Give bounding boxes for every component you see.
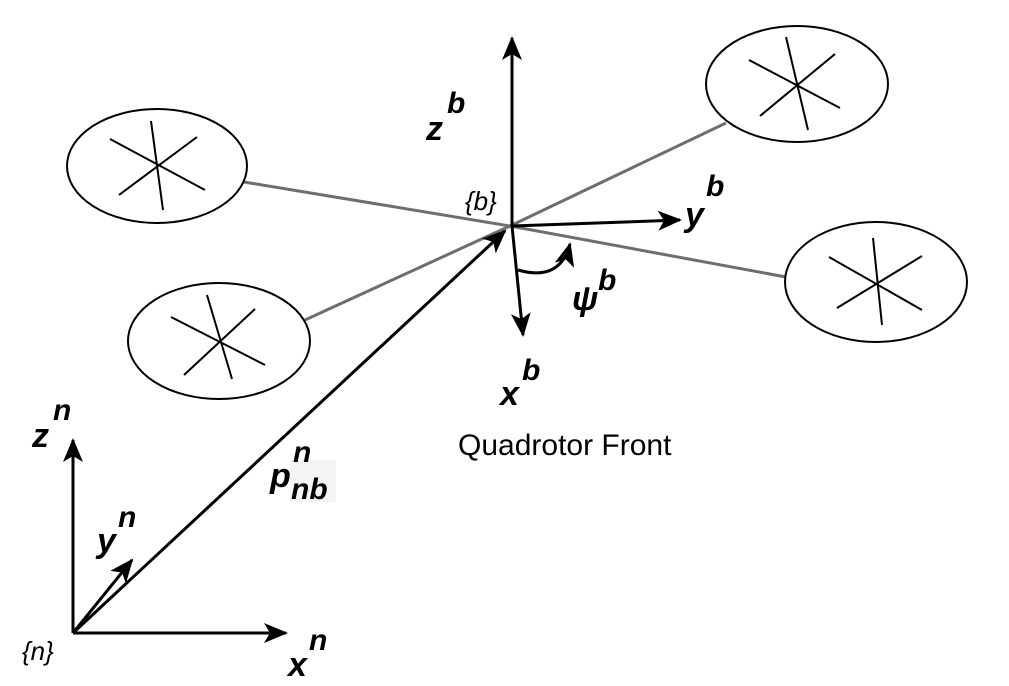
body-y-axis (511, 210, 682, 231)
rotor-left-top (66, 108, 248, 224)
nav-y-axis (71, 558, 134, 634)
label-psi-b: ψ b (572, 264, 616, 318)
label-z-b: z b (425, 87, 465, 148)
yaw-angle-arc (517, 242, 575, 275)
label-p-nb: p n nb (269, 436, 328, 506)
arm-right-top (509, 121, 727, 228)
label-frame-n: {n} (22, 636, 54, 666)
body-x-axis (510, 225, 531, 337)
caption-quadrotor-front: Quadrotor Front (458, 429, 672, 462)
position-vector (71, 229, 507, 635)
label-z-n: z n (31, 394, 71, 455)
arm-left-top (243, 180, 511, 228)
arm-right-bottom (509, 224, 787, 279)
p-nb-label-bg (290, 460, 336, 502)
label-x-n: x n (286, 624, 327, 684)
rotor-left-bottom (127, 282, 311, 400)
label-y-n: y n (95, 501, 136, 560)
label-y-b: y b (683, 170, 724, 234)
label-frame-b: {b} (465, 186, 497, 216)
rotor-right-bottom (784, 221, 968, 343)
rotor-right-top (705, 25, 889, 143)
label-x-b: x b (498, 354, 540, 413)
arm-left-bottom (304, 224, 511, 322)
